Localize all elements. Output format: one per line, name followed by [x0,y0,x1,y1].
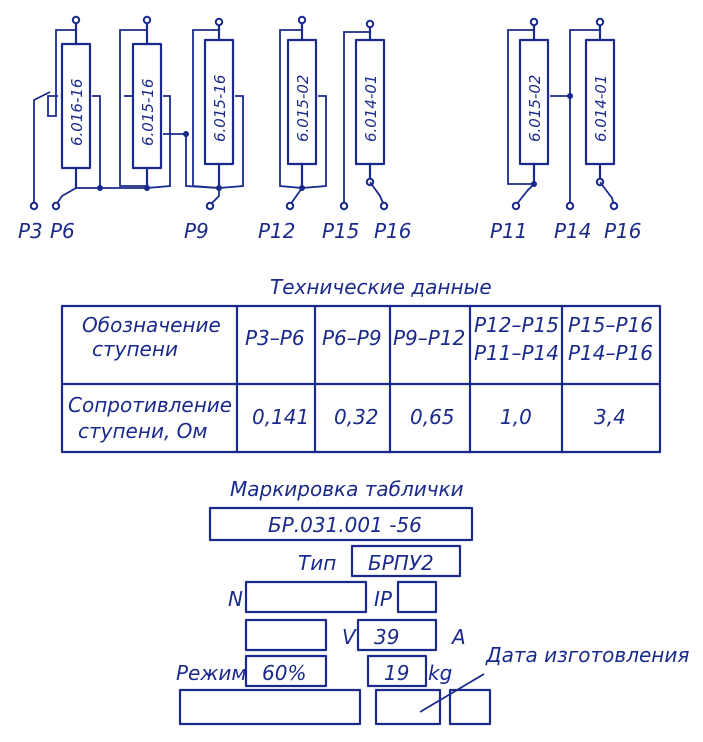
a-label: А [450,625,466,649]
resistor-schematic-right: 6.015-02 6.014-01 P11 P14 P16 [490,17,642,243]
plate-code: БР.031.001 -56 [268,513,422,537]
resistor-3-label: 6.015-16 [211,75,229,142]
step-5-line1: P15–P16 [568,313,653,337]
value-4: 1,0 [500,405,532,429]
type-value: БРПУ2 [368,551,434,575]
terminal-p9: P9 [184,219,209,243]
terminal-p15: P15 [322,219,360,243]
wiring-right [507,29,615,206]
header-label-line2: ступени [92,337,178,361]
n-label: N [228,587,243,611]
step-3: P9–P12 [393,326,465,350]
mode-label: Режим [176,661,246,685]
resistor-7-label: 6.014-01 [592,75,610,142]
resistor-1-label: 6.016-16 [68,79,86,146]
v-label: V [342,625,357,649]
date-label: Дата изготовления [485,643,689,667]
row-label-line2: ступени, Ом [78,419,207,443]
terminal-p16-right: P16 [604,219,642,243]
resistor-schematic-left: 6.016-16 6.015-16 6.015-16 6.015-02 [18,15,412,243]
type-label: Тип [298,551,336,575]
value-3: 0,65 [410,405,455,429]
value-5: 3,4 [594,405,626,429]
nameplate: БР.031.001 -56 Тип БРПУ2 N IP V 39 А Реж… [176,506,689,726]
row-label-line1: Сопротивление [68,393,232,417]
resistor-5: 6.014-01 [354,19,386,187]
resistor-6-label: 6.015-02 [526,75,544,142]
terminal-p3: P3 [18,219,43,243]
wiring-left [33,29,385,206]
resistor-6: 6.015-02 [518,17,550,186]
resistor-7: 6.014-01 [584,17,616,187]
tech-data-table: Обозначение ступени P3–P6 P6–P9 P9–P12 P… [60,304,662,454]
kg-label: kg [428,661,452,685]
resistor-4: 6.015-02 [286,15,318,190]
ip-label: IP [374,587,393,611]
terminal-p14: P14 [554,219,592,243]
resistor-3: 6.015-16 [203,17,235,190]
weight-value: 19 [384,661,409,685]
value-1: 0,141 [252,405,309,429]
terminal-p12: P12 [258,219,296,243]
step-5-line2: P14–P16 [568,341,653,365]
step-4-line2: P11–P14 [474,341,559,365]
terminal-p6: P6 [50,219,75,243]
terminal-p11: P11 [490,219,528,243]
step-1: P3–P6 [245,326,305,350]
tech-data-title: Технические данные [270,275,492,299]
step-4-line1: P12–P15 [474,313,559,337]
plate-title: Маркировка таблички [230,477,464,501]
header-label-line1: Обозначение [82,313,221,337]
terminal-p16-left: P16 [374,219,412,243]
value-2: 0,32 [334,405,379,429]
resistor-1: 6.016-16 [60,15,92,190]
current-value: 39 [374,625,399,649]
resistor-4-label: 6.015-02 [294,75,312,142]
resistor-2-label: 6.015-16 [139,79,157,146]
resistor-5-label: 6.014-01 [362,75,380,142]
mode-value: 60% [262,661,306,685]
resistor-2: 6.015-16 [131,15,163,190]
step-2: P6–P9 [322,326,382,350]
